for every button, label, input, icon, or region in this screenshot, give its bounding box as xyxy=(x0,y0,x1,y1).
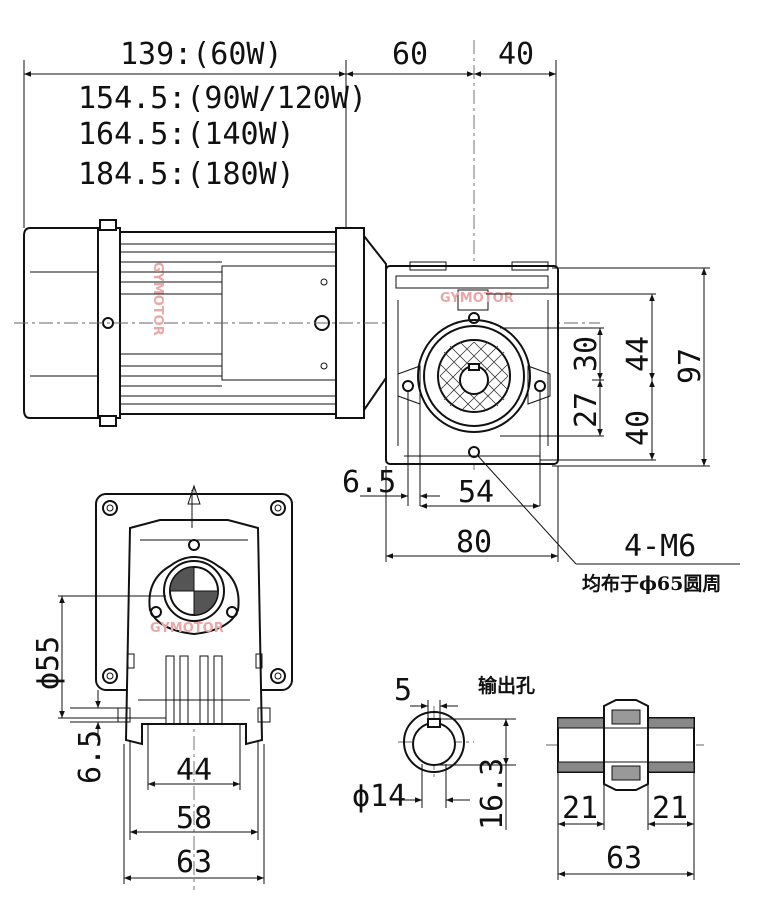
hollow-shaft-section: 21 21 63 xyxy=(546,699,704,880)
thread-note-label: 4-M6 xyxy=(624,529,696,564)
output-bore-detail: 输出孔 5 ϕ14 16.3 xyxy=(352,673,535,830)
dim-63-flange-label: 63 xyxy=(176,845,212,880)
len-140w-label: 164.5:(140W) xyxy=(78,117,295,152)
dim-40-label: 40 xyxy=(498,37,534,72)
bore-title: 输出孔 xyxy=(478,674,535,697)
shaft-21-right-label: 21 xyxy=(652,791,688,826)
watermark-flange: GYMOTOR xyxy=(150,621,224,636)
dim-60-label: 60 xyxy=(392,37,428,72)
watermark-horizontal: GYMOTOR xyxy=(440,291,514,306)
dim-30-label: 30 xyxy=(569,336,604,372)
flange-front-view: GYMOTOR ϕ55 6.5 44 58 63 xyxy=(31,484,293,890)
bore-dia-label: ϕ14 xyxy=(352,779,406,814)
dim-58-flange-label: 58 xyxy=(176,801,212,836)
dim-44-label: 44 xyxy=(621,336,656,372)
motor-side-view: GYMOTOR xyxy=(14,219,600,427)
len-180w-label: 184.5:(180W) xyxy=(78,157,295,192)
dim-40-side-label: 40 xyxy=(621,410,656,446)
dim-97-label: 97 xyxy=(673,348,708,384)
top-dimension-block: 139:(60W) 154.5:(90W/120W) 164.5:(140W) … xyxy=(23,37,557,470)
pcd-note-label: 均布于ϕ65圆周 xyxy=(582,572,721,595)
len-60w-label: 139:(60W) xyxy=(120,37,283,72)
cooling-fins xyxy=(120,243,336,405)
dim-44-flange-label: 44 xyxy=(176,753,212,788)
dim-80-label: 80 xyxy=(456,525,492,560)
dim-27-label: 27 xyxy=(569,392,604,428)
len-90-120w-label: 154.5:(90W/120W) xyxy=(78,81,367,116)
shaft-63-label: 63 xyxy=(606,841,642,876)
dia-55-label: ϕ55 xyxy=(31,636,66,690)
gearbox-front-view: GYMOTOR 30 44 97 27 40 6.5 54 80 xyxy=(342,261,740,595)
key-width-label: 5 xyxy=(394,673,412,708)
watermark-vertical: GYMOTOR xyxy=(150,262,165,336)
keyway-depth-label: 16.3 xyxy=(475,758,510,830)
shaft-21-left-label: 21 xyxy=(562,791,598,826)
flange-slots xyxy=(165,655,223,725)
dim-6-5-gearbox-label: 6.5 xyxy=(342,465,396,500)
dim-54-label: 54 xyxy=(458,475,494,510)
dim-6-5-flange-label: 6.5 xyxy=(73,730,108,784)
